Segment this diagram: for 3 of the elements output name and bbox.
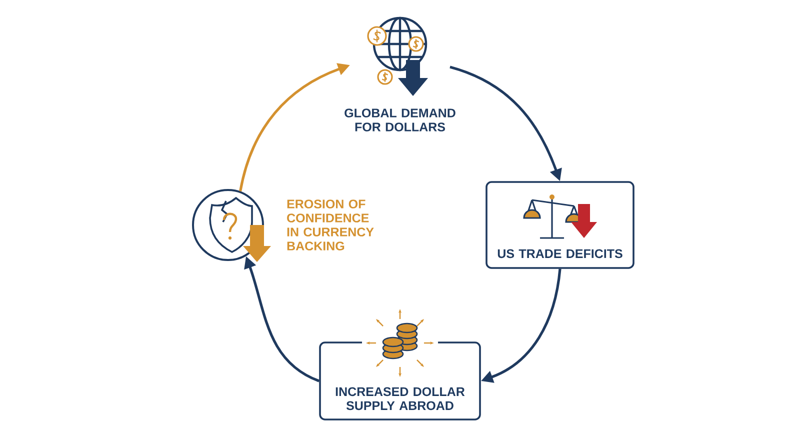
node-label: EROSION OF CONFIDENCE IN CURRENCY BACKING <box>287 200 374 250</box>
process-box: US TRADE DEFICITS <box>486 181 634 269</box>
node-label: GLOBAL DEMAND FOR DOLLARS <box>344 108 456 132</box>
